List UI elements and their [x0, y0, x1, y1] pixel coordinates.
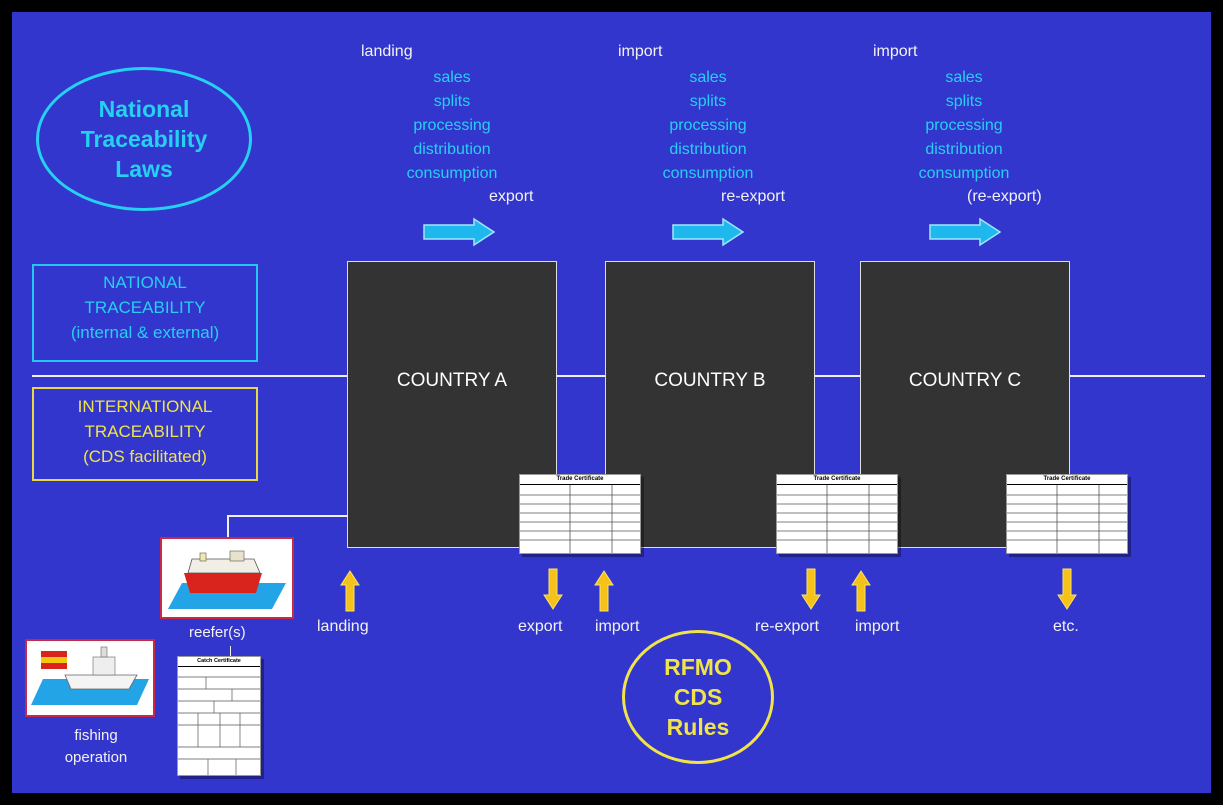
international-box-line1: INTERNATIONAL: [77, 397, 213, 416]
down-arrow-export: [543, 568, 563, 610]
reefer-ship-image: [160, 537, 294, 619]
trade-certificate-b: Trade Certificate: [776, 474, 898, 554]
col-a-out: export: [489, 188, 534, 205]
trade-certificate-b-title: Trade Certificate: [777, 475, 897, 485]
fishing-vessel-icon: [31, 646, 149, 705]
national-traceability-box: NATIONAL TRACEABILITY (internal & extern…: [32, 264, 258, 362]
rfmo-line1: RFMO: [664, 654, 732, 680]
label-landing: landing: [317, 618, 369, 635]
col-b-top: import: [618, 43, 663, 60]
national-box-line3: (internal & external): [70, 323, 220, 342]
label-fishing-operation: fishing operation: [46, 725, 146, 769]
col-b-consumption: consumption: [662, 165, 754, 182]
catch-certificate-title: Catch Certificate: [178, 657, 260, 667]
col-c-processing: processing: [925, 117, 1003, 134]
reefer-to-cert-line: [230, 646, 231, 664]
cert-grid-a: [520, 485, 640, 553]
label-export: export: [518, 618, 563, 635]
national-laws-line1: National: [98, 96, 190, 122]
col-a-splits: splits: [433, 93, 471, 110]
col-a-consumption: consumption: [406, 165, 498, 182]
col-c-out: (re-export): [967, 188, 1042, 205]
col-b-sales: sales: [689, 69, 727, 86]
col-c-distribution: distribution: [925, 141, 1003, 158]
reefer-connector-horizontal: [227, 515, 348, 517]
col-b-chain: sales splits processing distribution con…: [638, 66, 778, 186]
label-reexport: re-export: [755, 618, 820, 635]
right-arrow-b: [672, 217, 745, 247]
national-laws-oval: National Traceability Laws: [36, 67, 252, 211]
cert-grid-b: [777, 485, 897, 553]
col-c-consumption: consumption: [918, 165, 1010, 182]
label-etc: etc.: [1053, 618, 1079, 635]
trade-certificate-a: Trade Certificate: [519, 474, 641, 554]
diagram-canvas: National Traceability Laws NATIONAL TRAC…: [12, 12, 1211, 793]
col-a-sales: sales: [433, 69, 471, 86]
reefer-ship-icon: [168, 550, 286, 609]
trade-certificate-c: Trade Certificate: [1006, 474, 1128, 554]
col-c-top: import: [873, 43, 918, 60]
national-laws-line3: Laws: [115, 156, 173, 182]
fishing-vessel-image: [25, 639, 155, 717]
label-reefer: reefer(s): [189, 624, 246, 641]
label-fishing-line1: fishing: [74, 727, 118, 744]
col-b-out: re-export: [721, 188, 786, 205]
cert-grid-c: [1007, 485, 1127, 553]
col-c-chain: sales splits processing distribution con…: [894, 66, 1034, 186]
national-laws-line2: Traceability: [80, 126, 208, 152]
down-arrow-reexport: [801, 568, 821, 610]
col-a-top: landing: [361, 43, 413, 60]
col-a-distribution: distribution: [413, 141, 491, 158]
international-box-line3: (CDS facilitated): [83, 447, 207, 466]
country-a-label: COUNTRY A: [396, 370, 508, 391]
reefer-connector-vertical: [227, 516, 229, 538]
international-box-line2: TRACEABILITY: [84, 422, 206, 441]
col-a-processing: processing: [413, 117, 491, 134]
national-box-line1: NATIONAL: [103, 273, 187, 292]
rfmo-rules-oval: RFMO CDS Rules: [622, 630, 774, 764]
col-c-sales: sales: [945, 69, 983, 86]
up-arrow-import-b: [594, 570, 614, 612]
right-arrow-a: [423, 217, 496, 247]
label-fishing-line2: operation: [64, 749, 128, 766]
country-c-label: COUNTRY C: [908, 370, 1022, 391]
catch-certificate: Catch Certificate: [177, 656, 261, 776]
international-traceability-box: INTERNATIONAL TRACEABILITY (CDS facilita…: [32, 387, 258, 481]
col-b-distribution: distribution: [669, 141, 747, 158]
down-arrow-etc: [1057, 568, 1077, 610]
label-import-c: import: [855, 618, 900, 635]
col-c-splits: splits: [945, 93, 983, 110]
trade-certificate-a-title: Trade Certificate: [520, 475, 640, 485]
col-a-chain: sales splits processing distribution con…: [382, 66, 522, 186]
rfmo-line2: CDS: [673, 684, 723, 710]
country-b-label: COUNTRY B: [654, 370, 766, 391]
col-b-splits: splits: [689, 93, 727, 110]
catch-cert-grid: [178, 676, 260, 775]
label-import-b: import: [595, 618, 640, 635]
up-arrow-import-c: [851, 570, 871, 612]
up-arrow-landing: [340, 570, 360, 612]
trade-certificate-c-title: Trade Certificate: [1007, 475, 1127, 485]
national-box-line2: TRACEABILITY: [84, 298, 206, 317]
col-b-processing: processing: [669, 117, 747, 134]
rfmo-line3: Rules: [666, 714, 730, 740]
right-arrow-c: [929, 217, 1002, 247]
